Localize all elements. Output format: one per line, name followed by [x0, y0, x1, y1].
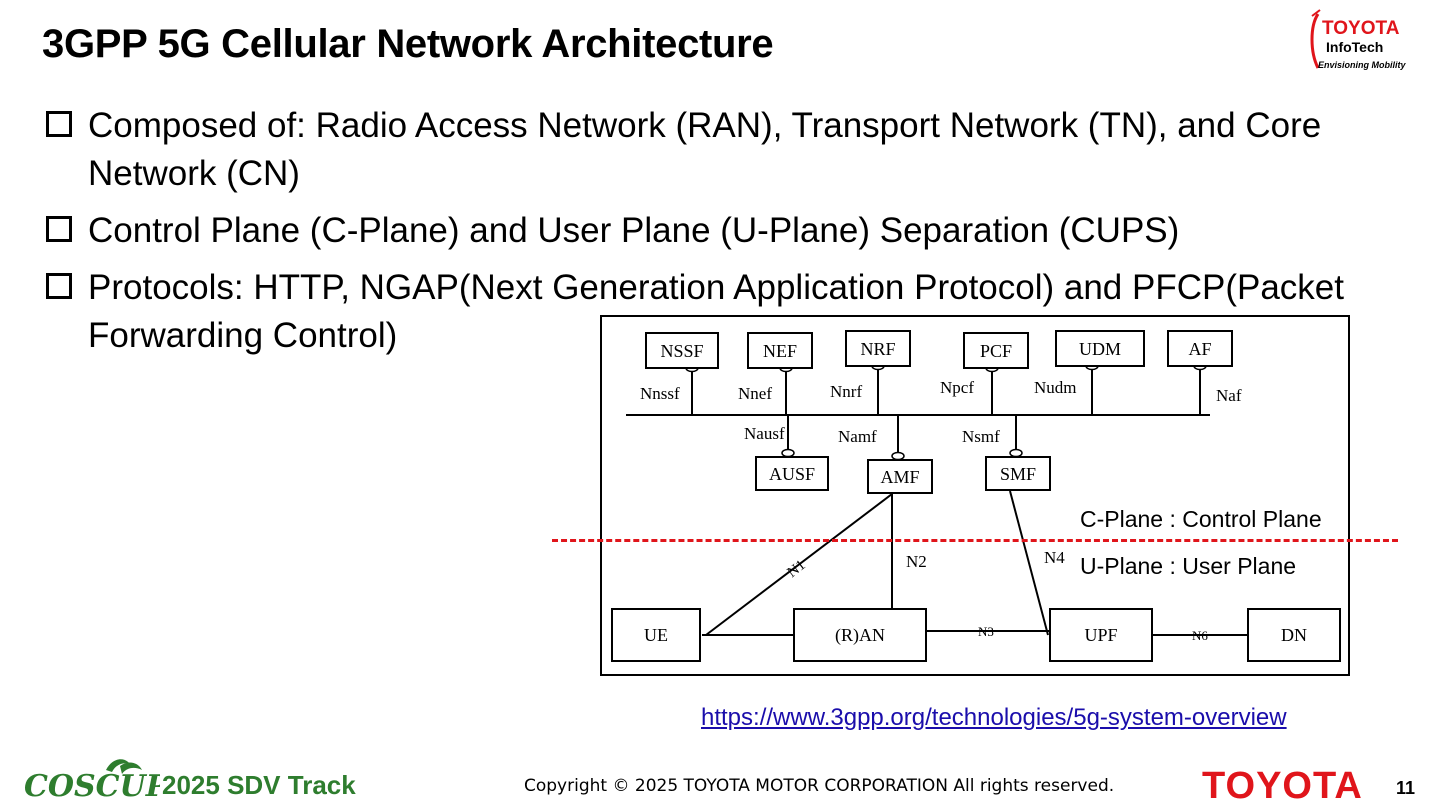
track-label: 2025 SDV Track [162, 770, 356, 800]
architecture-diagram: NSSF NEF NRF PCF UDM AF AUSF AMF SMF UE … [600, 315, 1350, 676]
copyright-text: Copyright © 2025 TOYOTA MOTOR CORPORATIO… [524, 776, 1115, 796]
toyota-logo: TOYOTA [1202, 765, 1363, 807]
nf-amf: AMF [880, 467, 919, 487]
u-plane-label: U-Plane : User Plane [1080, 553, 1297, 579]
bullet-item: Composed of: Radio Access Network (RAN),… [46, 102, 1386, 198]
coscup-wordmark: COSCUP [24, 769, 160, 802]
nf-udm: UDM [1079, 339, 1121, 359]
reference-link[interactable]: https://www.3gpp.org/technologies/5g-sys… [701, 704, 1287, 731]
if-nausf: Nausf [744, 424, 785, 443]
if-nudm: Nudm [1034, 378, 1077, 397]
nf-nef: NEF [763, 341, 797, 361]
nf-ausf: AUSF [769, 464, 815, 484]
page-number: 11 [1396, 778, 1416, 798]
logo-tagline: Envisioning Mobility [1318, 60, 1406, 70]
ref-n4: N4 [1044, 548, 1065, 567]
ref-n2: N2 [906, 552, 927, 571]
checkbox-square-icon [46, 216, 72, 242]
node-ran: (R)AN [835, 625, 885, 646]
logo-brand: TOYOTA [1322, 18, 1400, 39]
if-nsmf: Nsmf [962, 427, 1000, 446]
node-upf: UPF [1084, 625, 1117, 645]
bullet-item: Control Plane (C-Plane) and User Plane (… [46, 207, 1386, 255]
if-naf: Naf [1216, 386, 1242, 405]
ref-n6: N6 [1192, 628, 1208, 643]
bullet-item: Protocols: HTTP, NGAP(Next Generation Ap… [46, 264, 1386, 360]
bullet-list: Composed of: Radio Access Network (RAN),… [46, 102, 1386, 369]
if-nnef: Nnef [738, 384, 772, 403]
if-npcf: Npcf [940, 378, 974, 397]
nf-smf: SMF [1000, 464, 1036, 484]
bullet-text: Protocols: HTTP, NGAP(Next Generation Ap… [88, 268, 1345, 355]
checkbox-square-icon [46, 273, 72, 299]
nf-nssf: NSSF [660, 341, 703, 361]
node-dn: DN [1281, 625, 1307, 645]
nf-af: AF [1188, 339, 1211, 359]
if-nnrf: Nnrf [830, 382, 862, 401]
if-namf: Namf [838, 427, 877, 446]
plane-separator-line [552, 539, 1398, 542]
coscup-logo: COSCUP [24, 756, 170, 804]
if-nnssf: Nnssf [640, 384, 680, 403]
nf-pcf: PCF [980, 341, 1012, 361]
bullet-text: Composed of: Radio Access Network (RAN),… [88, 106, 1322, 193]
node-ue: UE [644, 625, 668, 645]
logo-line2: InfoTech [1326, 39, 1383, 55]
slide-title: 3GPP 5G Cellular Network Architecture [42, 22, 774, 66]
c-plane-label: C-Plane : Control Plane [1080, 506, 1322, 532]
checkbox-square-icon [46, 111, 72, 137]
toyota-infotech-logo: TOYOTA InfoTech Envisioning Mobility [1304, 8, 1428, 80]
bullet-text: Control Plane (C-Plane) and User Plane (… [88, 211, 1180, 250]
nf-nrf: NRF [860, 339, 895, 359]
ref-n3: N3 [978, 624, 994, 639]
